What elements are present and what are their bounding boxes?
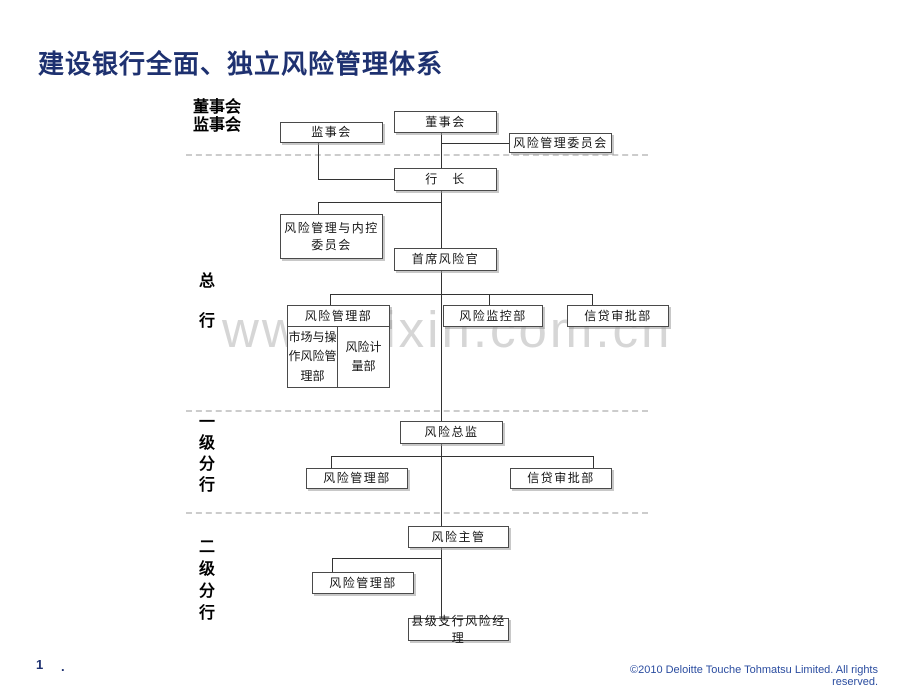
section-divider-middle bbox=[186, 410, 648, 412]
connector-spine-supervisor-to-county bbox=[441, 548, 442, 618]
connector-supervisory-drop bbox=[318, 143, 319, 179]
org-node-risk-mgmt-internal-control-committee: 风险管理与内控 委员会 bbox=[280, 214, 383, 259]
connector-t2-departments-rail bbox=[332, 558, 441, 559]
connector-internal-control-drop bbox=[318, 202, 319, 214]
org-node-ho-credit-approval-dept: 信贷审批部 bbox=[567, 305, 669, 327]
org-node-market-operational-risk-dept: 市场与操 作风险管 理部 bbox=[287, 326, 338, 388]
connector-t1-departments-rail bbox=[331, 456, 593, 457]
org-node-t1-credit-approval-dept: 信贷审批部 bbox=[510, 468, 612, 489]
connector-ho-departments-rail bbox=[330, 294, 592, 295]
section-divider-top bbox=[186, 154, 648, 156]
page-number: 1 bbox=[36, 657, 44, 672]
org-node-president: 行 长 bbox=[394, 168, 497, 191]
org-node-risk-measurement-dept: 风险计 量部 bbox=[337, 326, 390, 388]
section-label-head-office: 总 行 bbox=[199, 273, 216, 330]
connector-supervisory-to-president bbox=[318, 179, 394, 180]
connector-spine-risk-director-to-supervisor bbox=[441, 444, 442, 526]
connector-spine-board-to-president bbox=[441, 133, 442, 168]
section-label-tier2-branch: 二 级 分 行 bbox=[199, 539, 216, 622]
org-node-board-of-directors: 董事会 bbox=[394, 111, 497, 133]
page-title: 建设银行全面、独立风险管理体系 bbox=[38, 49, 444, 79]
org-node-t2-risk-management-dept: 风险管理部 bbox=[312, 572, 414, 594]
org-node-risk-management-committee: 风险管理委员会 bbox=[509, 133, 612, 153]
org-node-t1-risk-director: 风险总监 bbox=[400, 421, 503, 444]
org-node-t2-risk-supervisor: 风险主管 bbox=[408, 526, 509, 548]
connector-to-risk-committee bbox=[441, 143, 509, 144]
connector-drop-ho-risk-dept bbox=[330, 294, 331, 305]
connector-drop-t2-risk-dept bbox=[332, 558, 333, 572]
org-node-chief-risk-officer: 首席风险官 bbox=[394, 248, 497, 271]
copyright-notice: ©2010 Deloitte Touche Tohmatsu Limited. … bbox=[629, 664, 878, 688]
org-node-ho-risk-management-dept: 风险管理部 bbox=[287, 305, 390, 327]
connector-spine-cro-to-risk-director bbox=[441, 271, 442, 421]
org-node-supervisory-board: 监事会 bbox=[280, 122, 383, 143]
section-label-tier1-branch: 一 级 分 行 bbox=[199, 414, 216, 494]
connector-drop-risk-monitoring bbox=[489, 294, 490, 305]
page-number-dot: . bbox=[61, 659, 65, 674]
connector-spine-president-to-cro bbox=[441, 191, 442, 248]
org-node-t1-risk-management-dept: 风险管理部 bbox=[306, 468, 408, 489]
connector-to-internal-control-committee bbox=[318, 202, 441, 203]
section-divider-bottom bbox=[186, 512, 648, 514]
section-label-board-supervisory: 董事会 监事会 bbox=[193, 99, 242, 134]
org-node-risk-monitoring-dept: 风险监控部 bbox=[443, 305, 543, 327]
connector-drop-t1-credit bbox=[593, 456, 594, 468]
org-node-county-branch-risk-manager: 县级支行风险经理 bbox=[408, 614, 509, 645]
connector-drop-t1-risk-dept bbox=[331, 456, 332, 468]
connector-drop-ho-credit bbox=[592, 294, 593, 305]
